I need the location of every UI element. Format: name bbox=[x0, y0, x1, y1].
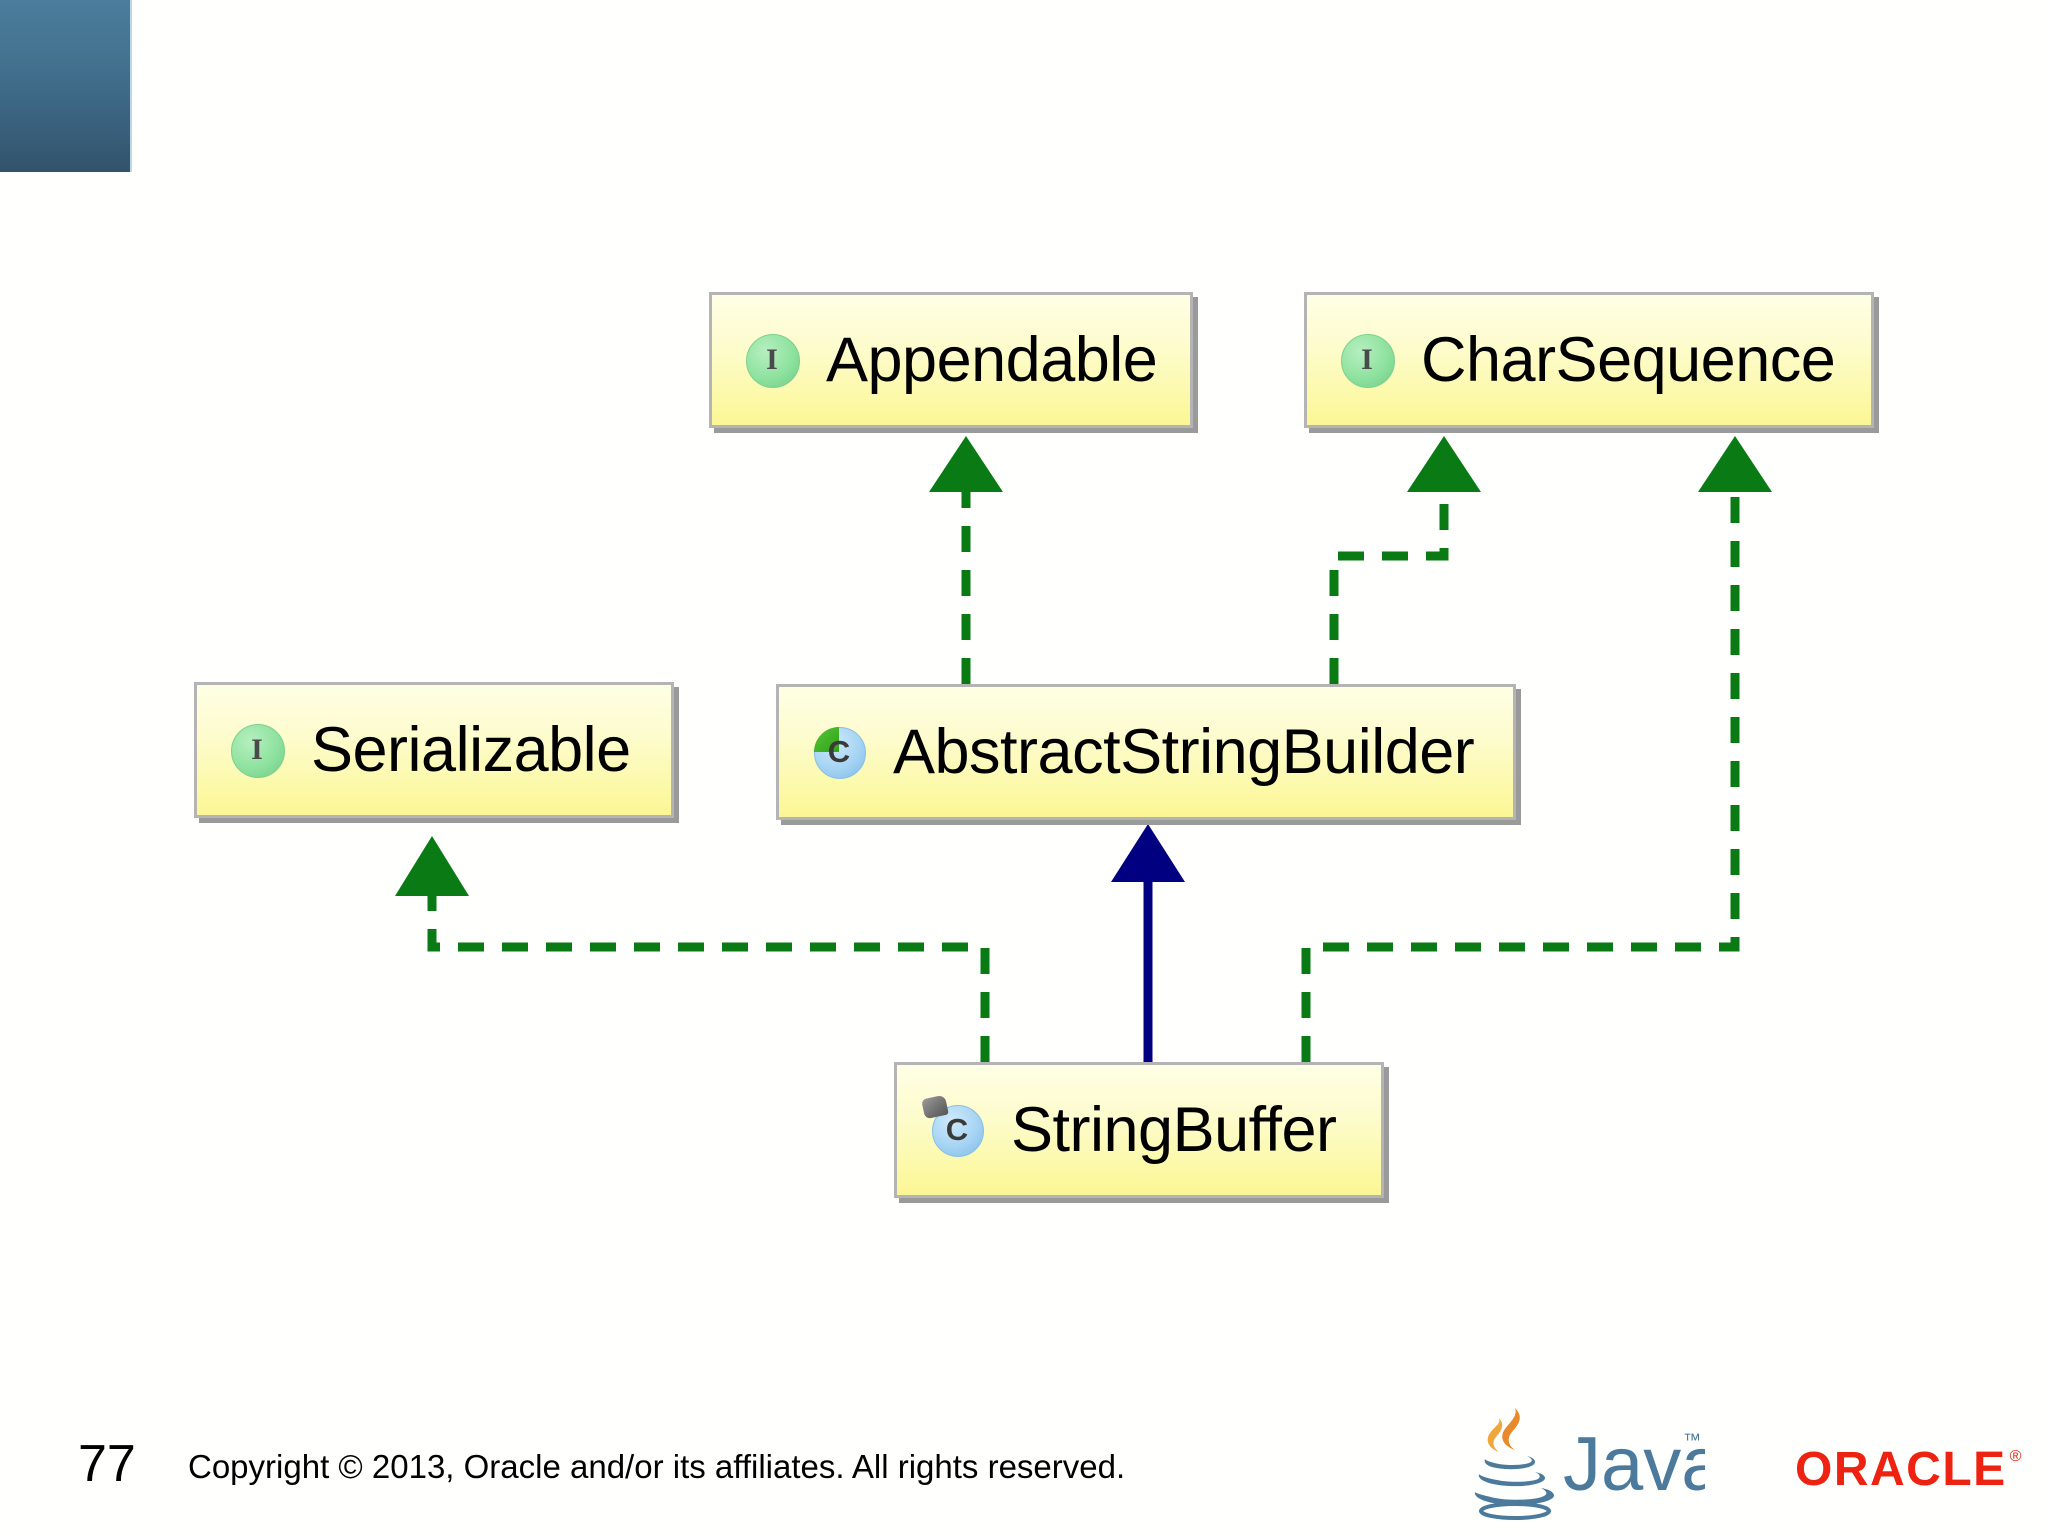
uml-node-label: AbstractStringBuilder bbox=[893, 716, 1475, 787]
uml-node-label: Appendable bbox=[826, 324, 1158, 395]
oracle-logo: ORACLE ® bbox=[1795, 1446, 2021, 1494]
interface-icon: I bbox=[1339, 332, 1395, 388]
interface-icon-glyph: I bbox=[1361, 343, 1373, 376]
uml-node-serializable[interactable]: I Serializable bbox=[194, 682, 674, 818]
interface-icon: I bbox=[744, 332, 800, 388]
uml-class-diagram: I Appendable I CharSequence I Serializab… bbox=[194, 292, 1874, 1198]
abstract-class-icon: C bbox=[811, 724, 867, 780]
uml-node-appendable[interactable]: I Appendable bbox=[709, 292, 1193, 428]
uml-node-abstractstringbuilder[interactable]: C AbstractStringBuilder bbox=[776, 684, 1516, 820]
uml-node-charsequence[interactable]: I CharSequence bbox=[1304, 292, 1874, 428]
edge-asb-implements-charsequence bbox=[1329, 436, 1481, 684]
edge-sb-implements-serializable bbox=[395, 836, 990, 1062]
abstract-class-icon-glyph: C bbox=[827, 734, 851, 769]
java-logo: Java ™ bbox=[1474, 1408, 1705, 1520]
edge-sb-extends-asb bbox=[1111, 824, 1185, 1062]
slide-footer: 77 Copyright © 2013, Oracle and/or its a… bbox=[0, 1396, 2048, 1536]
copyright-notice: Copyright © 2013, Oracle and/or its affi… bbox=[188, 1448, 1126, 1485]
uml-node-label: Serializable bbox=[311, 714, 631, 785]
class-icon-glyph: C bbox=[945, 1112, 969, 1147]
oracle-wordmark: ORACLE bbox=[1795, 1443, 2007, 1496]
java-wordmark: Java bbox=[1563, 1422, 1705, 1507]
class-icon: C bbox=[921, 1094, 985, 1158]
diagram-edges bbox=[395, 436, 1772, 1062]
oracle-registered-symbol: ® bbox=[2009, 1448, 2022, 1465]
uml-node-label: CharSequence bbox=[1421, 324, 1836, 395]
page-number: 77 bbox=[78, 1435, 136, 1493]
java-steam-icon bbox=[1487, 1408, 1520, 1452]
java-cup-icon bbox=[1474, 1456, 1555, 1520]
interface-icon: I bbox=[229, 722, 285, 778]
uml-node-stringbuffer[interactable]: C StringBuffer bbox=[894, 1062, 1384, 1198]
decorative-corner-block bbox=[0, 0, 132, 172]
uml-node-label: StringBuffer bbox=[1011, 1094, 1337, 1165]
interface-icon-glyph: I bbox=[251, 733, 263, 766]
java-trademark-symbol: ™ bbox=[1683, 1430, 1701, 1450]
edge-asb-implements-appendable bbox=[929, 436, 1003, 684]
interface-icon-glyph: I bbox=[766, 343, 778, 376]
edge-sb-implements-charsequence bbox=[1301, 436, 1772, 1062]
